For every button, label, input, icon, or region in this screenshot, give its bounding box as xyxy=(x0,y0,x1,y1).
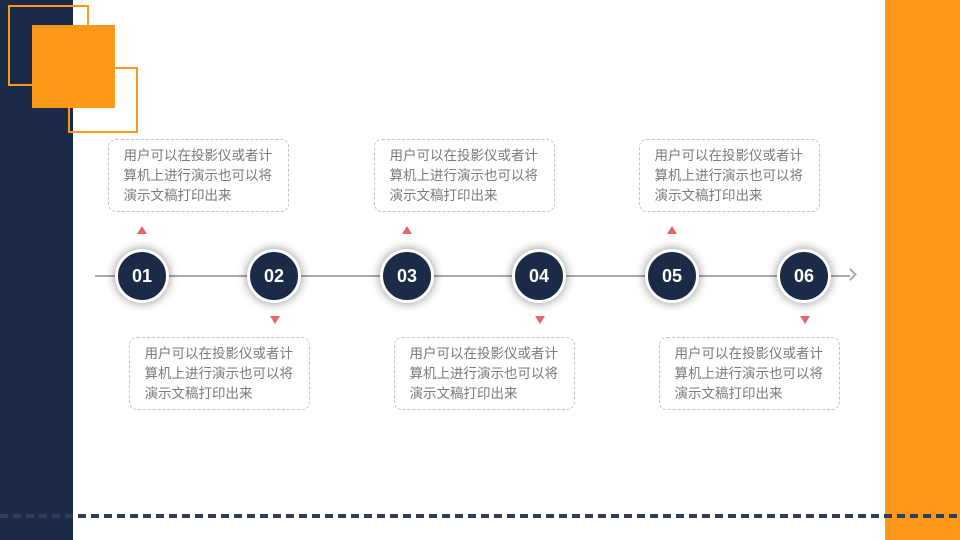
step-1-marker-up-icon xyxy=(137,226,147,234)
timeline-axis xyxy=(95,275,850,277)
step-5-node: 05 xyxy=(645,249,699,303)
step-6-marker-down-icon xyxy=(800,316,810,324)
step-5-marker-up-icon xyxy=(667,226,677,234)
step-5-text: 用户可以在投影仪或者计算机上进行演示也可以将演示文稿打印出来 xyxy=(654,147,804,204)
step-6-text-box: 用户可以在投影仪或者计算机上进行演示也可以将演示文稿打印出来 xyxy=(659,337,840,410)
step-1-text-box: 用户可以在投影仪或者计算机上进行演示也可以将演示文稿打印出来 xyxy=(108,139,289,212)
step-4-node: 04 xyxy=(512,249,566,303)
step-1-text: 用户可以在投影仪或者计算机上进行演示也可以将演示文稿打印出来 xyxy=(123,147,273,204)
right-orange-bar xyxy=(885,0,960,540)
step-3-node: 03 xyxy=(380,249,434,303)
step-6-node: 06 xyxy=(777,249,831,303)
step-2-text-box: 用户可以在投影仪或者计算机上进行演示也可以将演示文稿打印出来 xyxy=(129,337,310,410)
step-4-text: 用户可以在投影仪或者计算机上进行演示也可以将演示文稿打印出来 xyxy=(409,345,559,402)
step-3-text-box: 用户可以在投影仪或者计算机上进行演示也可以将演示文稿打印出来 xyxy=(374,139,555,212)
step-4-text-box: 用户可以在投影仪或者计算机上进行演示也可以将演示文稿打印出来 xyxy=(394,337,575,410)
step-1-node: 01 xyxy=(115,249,169,303)
step-2-text: 用户可以在投影仪或者计算机上进行演示也可以将演示文稿打印出来 xyxy=(144,345,294,402)
decor-square-outline-bottom xyxy=(68,67,138,133)
step-5-text-box: 用户可以在投影仪或者计算机上进行演示也可以将演示文稿打印出来 xyxy=(639,139,820,212)
decor-square-filled xyxy=(32,25,115,108)
step-3-text: 用户可以在投影仪或者计算机上进行演示也可以将演示文稿打印出来 xyxy=(389,147,539,204)
step-3-marker-up-icon xyxy=(402,226,412,234)
step-6-text: 用户可以在投影仪或者计算机上进行演示也可以将演示文稿打印出来 xyxy=(674,345,824,402)
step-2-node: 02 xyxy=(247,249,301,303)
step-4-marker-down-icon xyxy=(535,316,545,324)
timeline-arrow-icon xyxy=(844,268,857,281)
bottom-dashed-divider xyxy=(0,514,960,518)
step-2-marker-down-icon xyxy=(270,316,280,324)
